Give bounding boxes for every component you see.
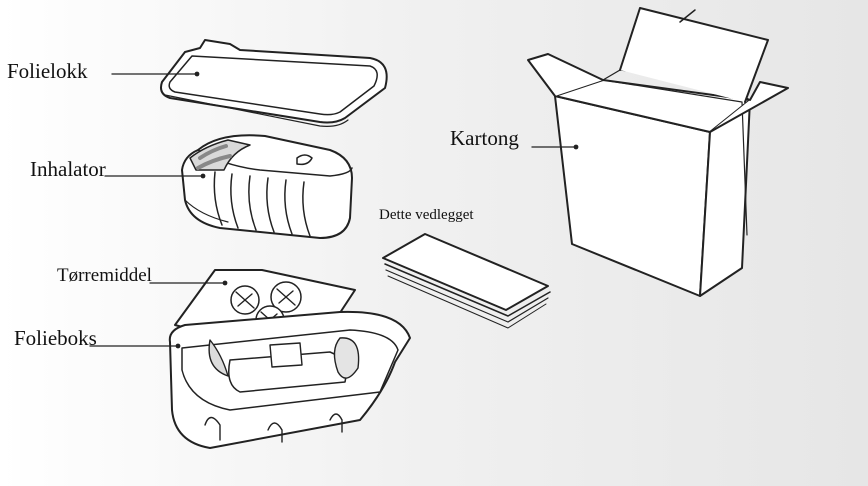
foil-box-illustration xyxy=(168,310,411,449)
label-desiccant: Tørremiddel xyxy=(57,265,152,286)
label-carton: Kartong xyxy=(450,126,519,150)
carton-illustration xyxy=(527,7,789,297)
label-foil-box: Folieboks xyxy=(14,326,97,350)
label-foil-lid: Folielokk xyxy=(7,59,88,83)
label-inhaler: Inhalator xyxy=(30,157,106,181)
leaflet-illustration xyxy=(382,233,551,329)
leader-dots xyxy=(175,71,579,349)
inhaler-illustration xyxy=(181,134,353,239)
foil-lid-illustration xyxy=(160,39,388,127)
leader-lines xyxy=(89,73,577,347)
label-leaflet: Dette vedlegget xyxy=(379,207,474,223)
